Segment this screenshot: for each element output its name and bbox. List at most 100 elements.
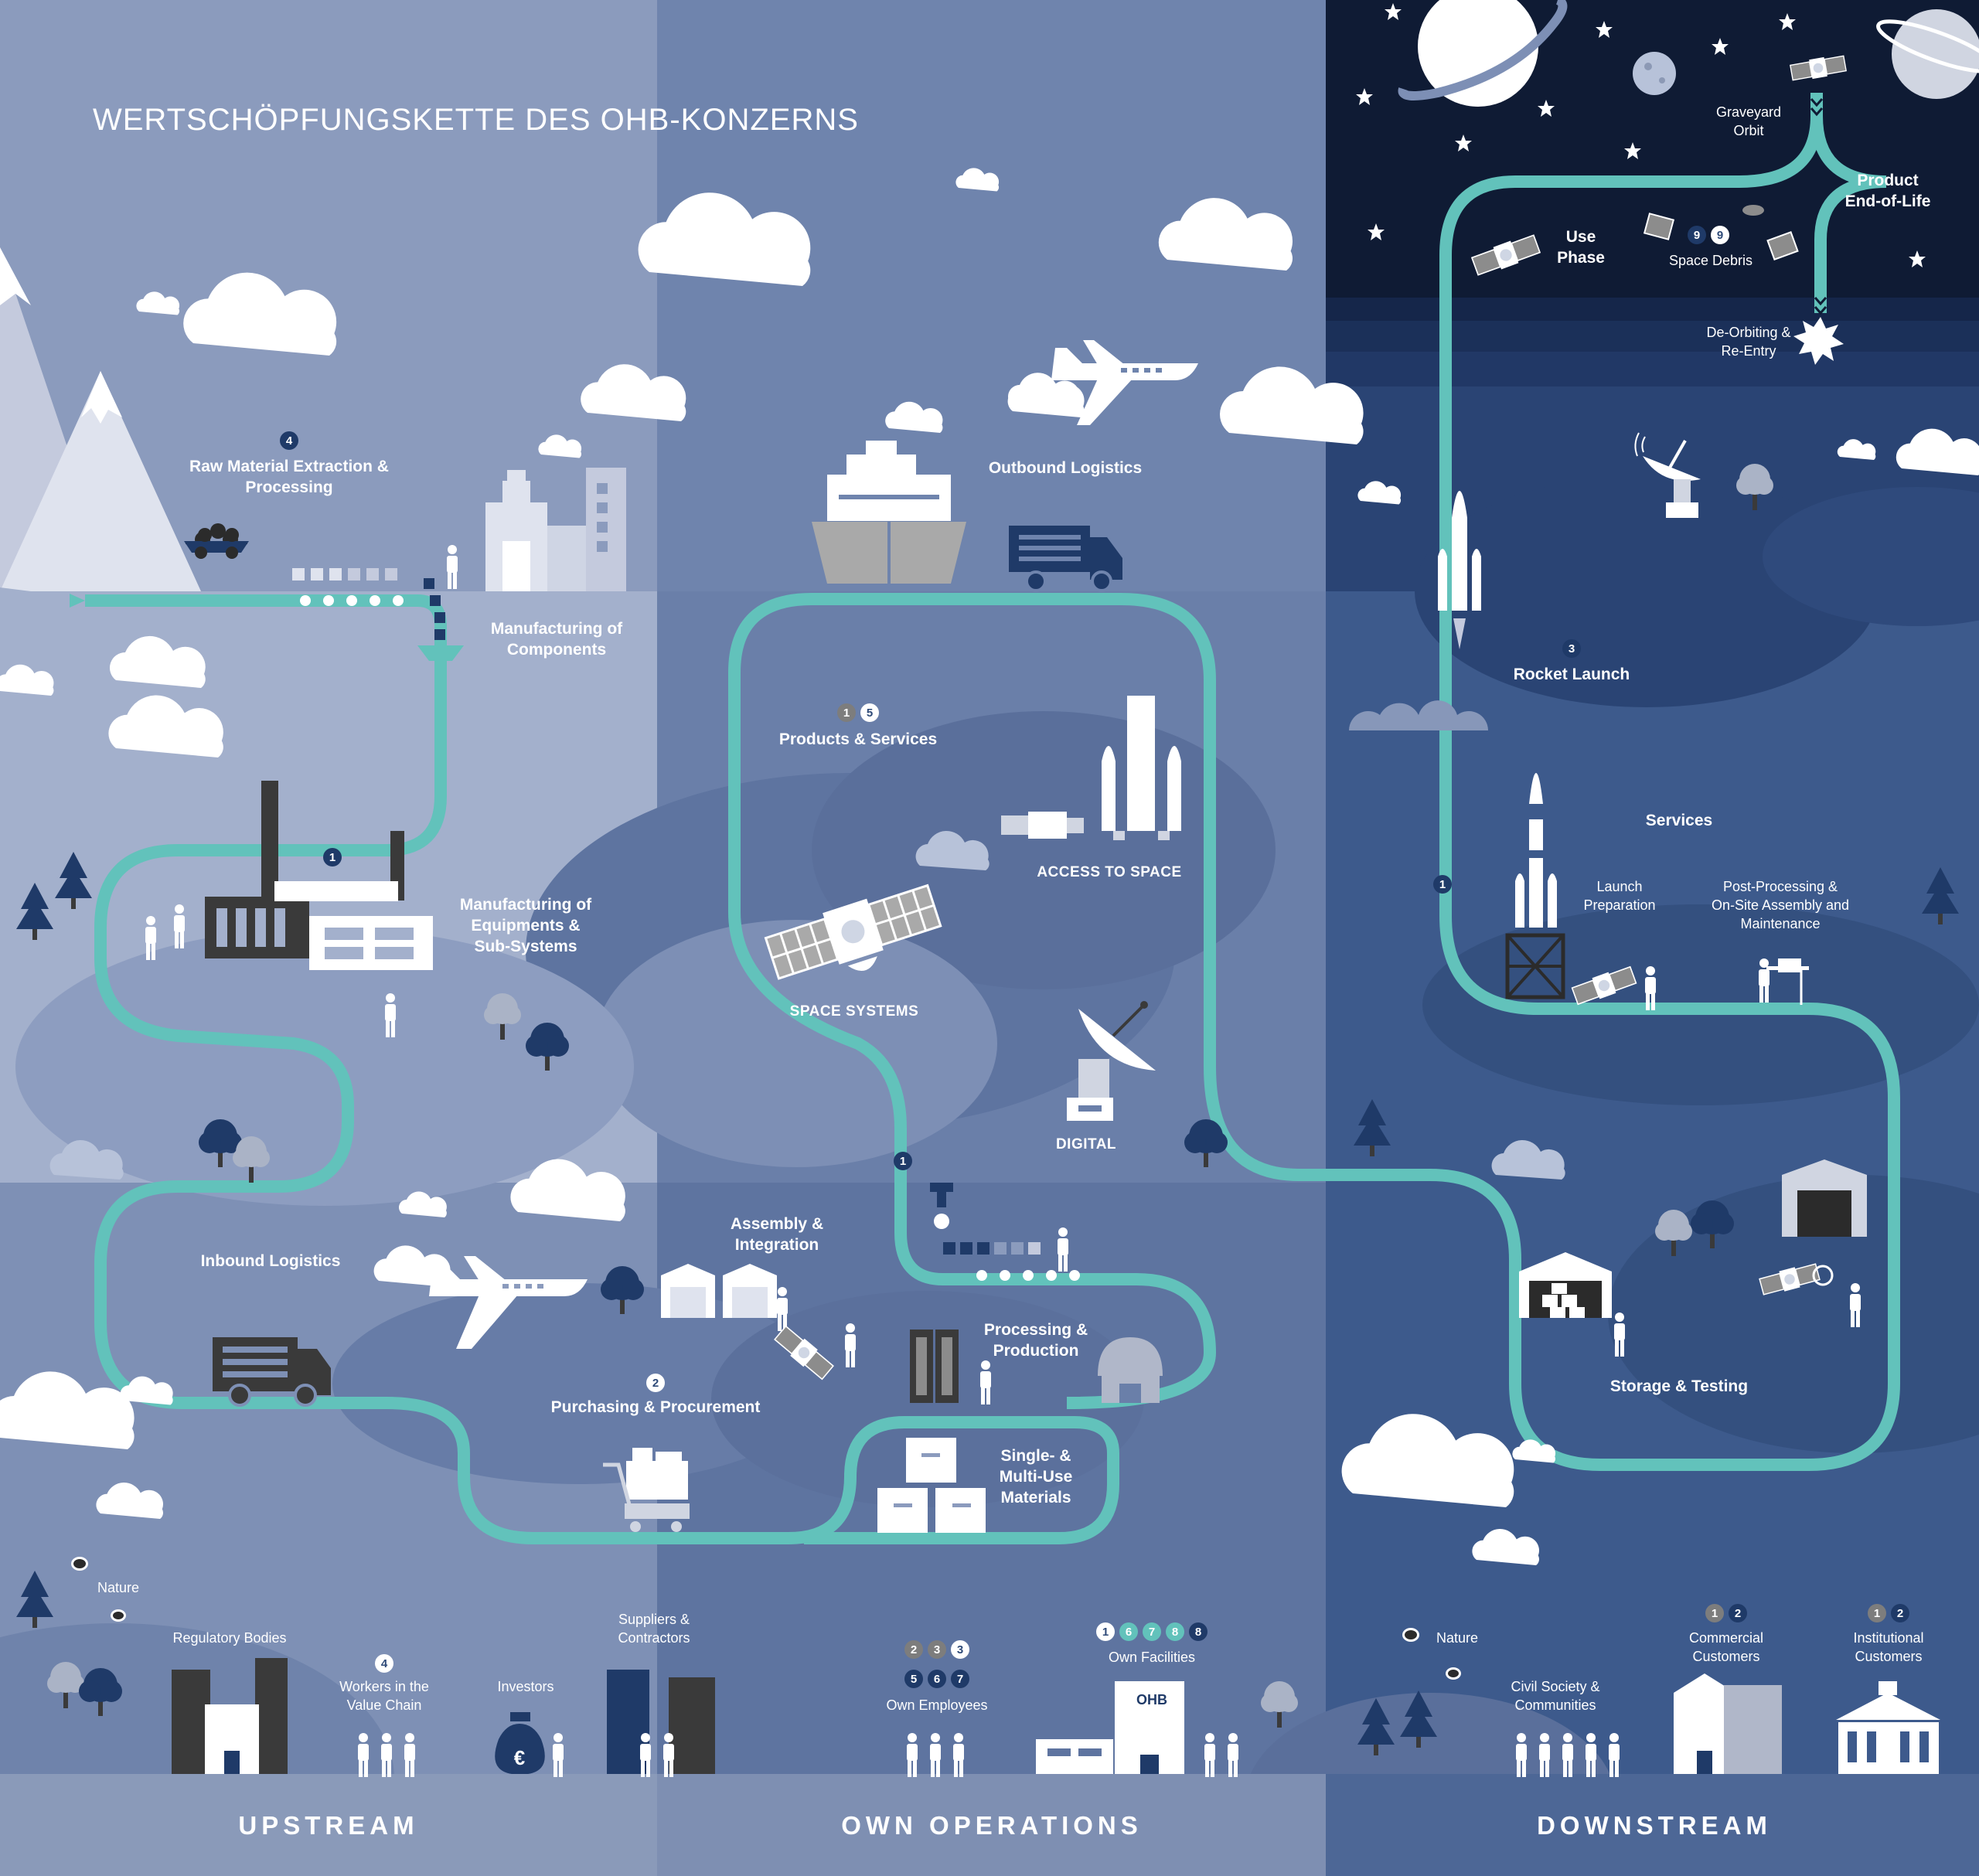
label-product-end-of-life: Product End-of-Life bbox=[1844, 172, 1931, 210]
label-space-debris: Space Debris bbox=[1668, 253, 1753, 268]
processing-icon bbox=[930, 1183, 1080, 1281]
ground-station-icon bbox=[1067, 1001, 1156, 1121]
label-own-facilities: Own Facilities bbox=[1108, 1650, 1196, 1665]
label-nature-upstream: Nature bbox=[97, 1580, 140, 1595]
badge-rocket-launch: 3 bbox=[1562, 639, 1581, 658]
badge: 5 bbox=[904, 1670, 923, 1688]
badge-raw-material: 4 bbox=[280, 431, 298, 450]
badge: 1 bbox=[1868, 1604, 1886, 1622]
badge: 3 bbox=[951, 1640, 969, 1659]
shopping-cart-icon bbox=[603, 1448, 690, 1532]
rocket-launch-icon bbox=[1438, 491, 1481, 649]
label-storage-testing: Storage & Testing bbox=[1609, 1377, 1749, 1395]
badge: 8 bbox=[1189, 1622, 1207, 1641]
commercial-building-icon bbox=[1674, 1673, 1782, 1774]
label-inbound-logistics: Inbound Logistics bbox=[200, 1252, 341, 1270]
bee-icon-2 bbox=[111, 1609, 126, 1622]
warehouse-icon bbox=[661, 1264, 777, 1318]
label-investors: Investors bbox=[497, 1679, 554, 1694]
workstation-icon bbox=[1759, 958, 1809, 1005]
badge: 1 bbox=[323, 848, 342, 867]
factory-icon bbox=[485, 468, 626, 591]
label-processing: Processing & Production bbox=[983, 1321, 1088, 1360]
label-civil-society: Civil Society & Communities bbox=[1511, 1679, 1600, 1713]
money-bag-icon bbox=[495, 1712, 545, 1774]
airplane-icon bbox=[429, 1256, 588, 1349]
ohb-sign: OHB bbox=[1136, 1692, 1167, 1707]
badge: 9 bbox=[1688, 226, 1706, 244]
planet-icon bbox=[1398, 0, 1979, 107]
label-nature-downstream: Nature bbox=[1436, 1630, 1479, 1646]
label-assembly: Assembly & Integration bbox=[730, 1215, 824, 1254]
label-de-orbiting: De-Orbiting & Re-Entry bbox=[1706, 325, 1791, 359]
ground-station-downstream-icon bbox=[1634, 432, 1701, 518]
badge: 6 bbox=[1119, 1622, 1138, 1641]
badge: 8 bbox=[1166, 1622, 1184, 1641]
label-commercial-customers: Commercial Customers bbox=[1688, 1630, 1764, 1664]
euro-symbol: € bbox=[514, 1746, 525, 1769]
badge: 3 bbox=[1562, 639, 1581, 658]
label-suppliers: Suppliers & Contractors bbox=[618, 1612, 690, 1646]
badge-services: 1 bbox=[1433, 875, 1452, 894]
badge: 1 bbox=[837, 703, 856, 722]
badge: 7 bbox=[951, 1670, 969, 1688]
label-materials: Single- & Multi-Use Materials bbox=[999, 1447, 1073, 1507]
factory-equipments-icon bbox=[205, 781, 433, 970]
rocket-icon bbox=[1001, 696, 1181, 840]
label-post-processing: Post-Processing & On-Site Assembly and M… bbox=[1711, 879, 1850, 931]
airplane-outbound-icon bbox=[1051, 340, 1198, 425]
supplier-buildings-icon bbox=[607, 1670, 715, 1774]
label-institutional-customers: Institutional Customers bbox=[1853, 1630, 1924, 1664]
label-rocket-launch: Rocket Launch bbox=[1513, 666, 1630, 683]
label-own-employees: Own Employees bbox=[886, 1697, 988, 1713]
ship-icon bbox=[812, 441, 966, 584]
mine-cart-icon bbox=[184, 523, 249, 559]
badge-workers: 4 bbox=[375, 1654, 393, 1673]
bee-icon bbox=[71, 1557, 88, 1571]
boxes-icon bbox=[877, 1438, 986, 1533]
badge: 1 bbox=[1096, 1622, 1115, 1641]
ohb-building-icon bbox=[1036, 1681, 1184, 1774]
column-own-operations: OWN OPERATIONS bbox=[841, 1811, 1143, 1840]
label-manufacturing-equipments: Manufacturing of Equipments & Sub-System… bbox=[459, 896, 592, 955]
badge: 2 bbox=[1729, 1604, 1747, 1622]
badge: 9 bbox=[1711, 226, 1729, 244]
label-digital: DIGITAL bbox=[1055, 1136, 1117, 1152]
column-upstream: UPSTREAM bbox=[238, 1811, 419, 1840]
label-graveyard-orbit: Graveyard Orbit bbox=[1715, 104, 1782, 138]
badge: 1 bbox=[894, 1152, 912, 1170]
badge: 2 bbox=[1891, 1604, 1909, 1622]
label-products-services: Products & Services bbox=[778, 730, 938, 748]
bee-icon-3 bbox=[1402, 1628, 1419, 1642]
machines-icon bbox=[910, 1330, 959, 1403]
dome-icon bbox=[1098, 1337, 1163, 1403]
badge: 2 bbox=[646, 1374, 665, 1392]
label-use-phase: Use Phase bbox=[1557, 228, 1605, 267]
institutional-building-icon bbox=[1836, 1681, 1940, 1774]
badge-manufacturing-equipments: 1 bbox=[323, 848, 342, 867]
label-services: Services bbox=[1645, 812, 1713, 829]
badge: 2 bbox=[904, 1640, 923, 1659]
column-downstream: DOWNSTREAM bbox=[1537, 1811, 1772, 1840]
regulatory-building-icon bbox=[172, 1658, 288, 1774]
badge: 1 bbox=[1705, 1604, 1724, 1622]
storage-warehouse-icon bbox=[1519, 1159, 1867, 1318]
satellite-icon bbox=[764, 884, 942, 980]
label-raw-material: Raw Material Extraction & Processing bbox=[189, 458, 389, 496]
conveyor-icon bbox=[292, 568, 464, 661]
label-workers: Workers in the Value Chain bbox=[339, 1679, 429, 1713]
badge: 3 bbox=[928, 1640, 946, 1659]
label-access-to-space: ACCESS TO SPACE bbox=[1037, 864, 1182, 880]
label-launch-preparation: Launch Preparation bbox=[1583, 879, 1656, 913]
label-manufacturing-components: Manufacturing of Components bbox=[490, 620, 623, 659]
bee-icon-4 bbox=[1446, 1667, 1461, 1680]
page-title: WERTSCHÖPFUNGSKETTE DES OHB-KONZERNS bbox=[93, 103, 859, 137]
